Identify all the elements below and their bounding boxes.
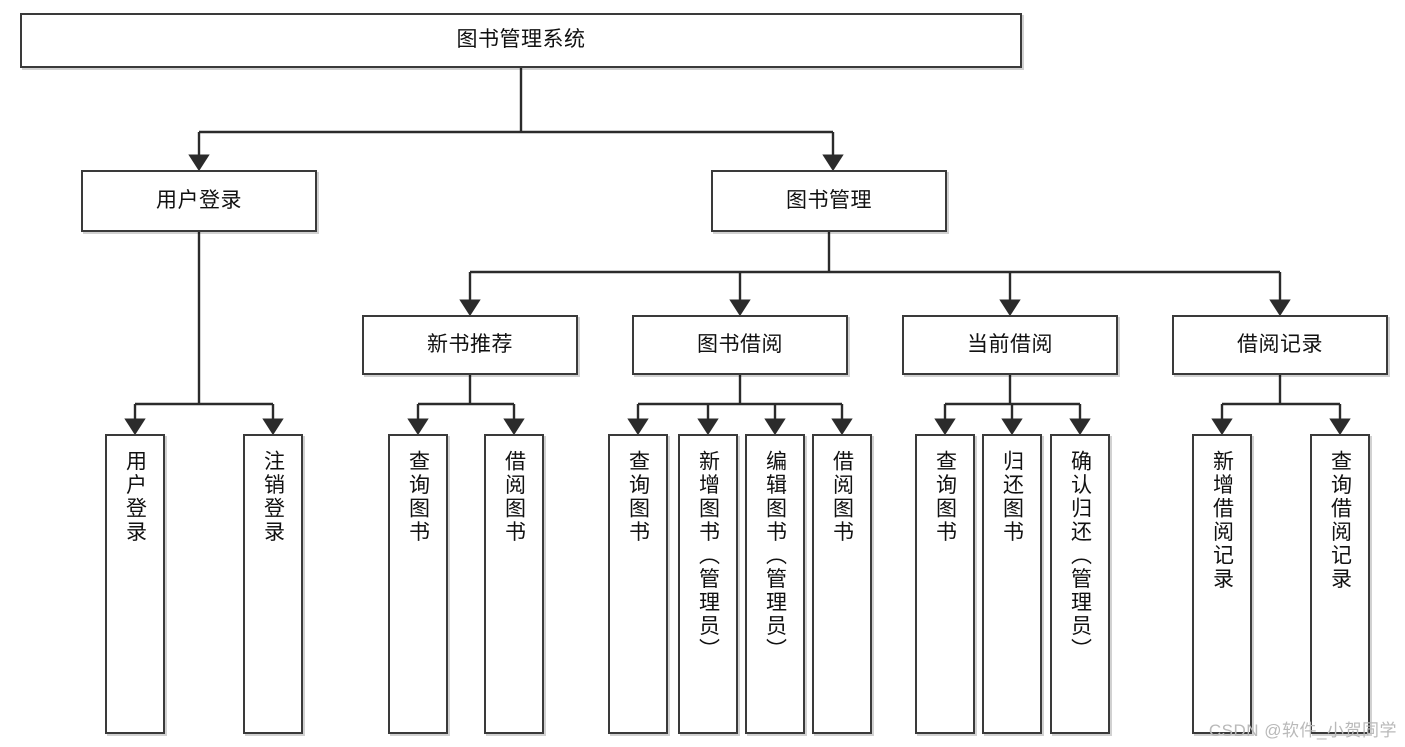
node-book-borrow-label: 图书借阅 <box>697 332 783 356</box>
node-leaf-user-login-label: 用户登录 <box>123 450 147 544</box>
node-new-book-recommend-label: 新书推荐 <box>427 332 513 356</box>
node-leaf-add-borrow-record-label: 新增借阅记录 <box>1210 450 1234 591</box>
node-leaf-confirm-return[interactable]: 确认归还（管理员） <box>1050 434 1110 734</box>
node-leaf-query-book-2[interactable]: 查询图书 <box>608 434 668 734</box>
node-leaf-add-book-label: 新增图书（管理员） <box>696 450 720 662</box>
node-leaf-user-login[interactable]: 用户登录 <box>105 434 165 734</box>
node-borrow-record[interactable]: 借阅记录 <box>1172 315 1388 375</box>
node-leaf-add-borrow-record[interactable]: 新增借阅记录 <box>1192 434 1252 734</box>
node-leaf-query-book-2-label: 查询图书 <box>626 450 650 544</box>
node-leaf-query-book-1[interactable]: 查询图书 <box>388 434 448 734</box>
node-leaf-return-book[interactable]: 归还图书 <box>982 434 1042 734</box>
node-leaf-borrow-book-1[interactable]: 借阅图书 <box>484 434 544 734</box>
node-book-management[interactable]: 图书管理 <box>711 170 947 232</box>
node-root-label: 图书管理系统 <box>456 28 586 52</box>
watermark-text: CSDN @软件_小贺同学 <box>1208 721 1397 740</box>
node-leaf-query-borrow-record[interactable]: 查询借阅记录 <box>1310 434 1370 734</box>
node-borrow-record-label: 借阅记录 <box>1237 332 1323 356</box>
node-new-book-recommend[interactable]: 新书推荐 <box>362 315 578 375</box>
node-leaf-borrow-book-1-label: 借阅图书 <box>502 450 526 544</box>
node-leaf-query-book-3-label: 查询图书 <box>933 450 957 544</box>
node-leaf-add-book[interactable]: 新增图书（管理员） <box>678 434 738 734</box>
node-leaf-edit-book-label: 编辑图书（管理员） <box>763 450 787 662</box>
node-leaf-query-borrow-record-label: 查询借阅记录 <box>1328 450 1352 591</box>
node-root[interactable]: 图书管理系统 <box>20 13 1022 68</box>
node-leaf-edit-book[interactable]: 编辑图书（管理员） <box>745 434 805 734</box>
node-leaf-return-book-label: 归还图书 <box>1000 450 1024 544</box>
node-leaf-borrow-book-2-label: 借阅图书 <box>830 450 854 544</box>
node-current-borrow[interactable]: 当前借阅 <box>902 315 1118 375</box>
node-current-borrow-label: 当前借阅 <box>967 332 1053 356</box>
node-leaf-user-logout-label: 注销登录 <box>261 450 285 544</box>
node-leaf-query-book-1-label: 查询图书 <box>406 450 430 544</box>
node-leaf-query-book-3[interactable]: 查询图书 <box>915 434 975 734</box>
node-leaf-user-logout[interactable]: 注销登录 <box>243 434 303 734</box>
node-book-borrow[interactable]: 图书借阅 <box>632 315 848 375</box>
node-user-login[interactable]: 用户登录 <box>81 170 317 232</box>
node-leaf-borrow-book-2[interactable]: 借阅图书 <box>812 434 872 734</box>
node-user-login-label: 用户登录 <box>156 188 242 212</box>
node-book-management-label: 图书管理 <box>786 188 872 212</box>
node-leaf-confirm-return-label: 确认归还（管理员） <box>1068 450 1092 662</box>
